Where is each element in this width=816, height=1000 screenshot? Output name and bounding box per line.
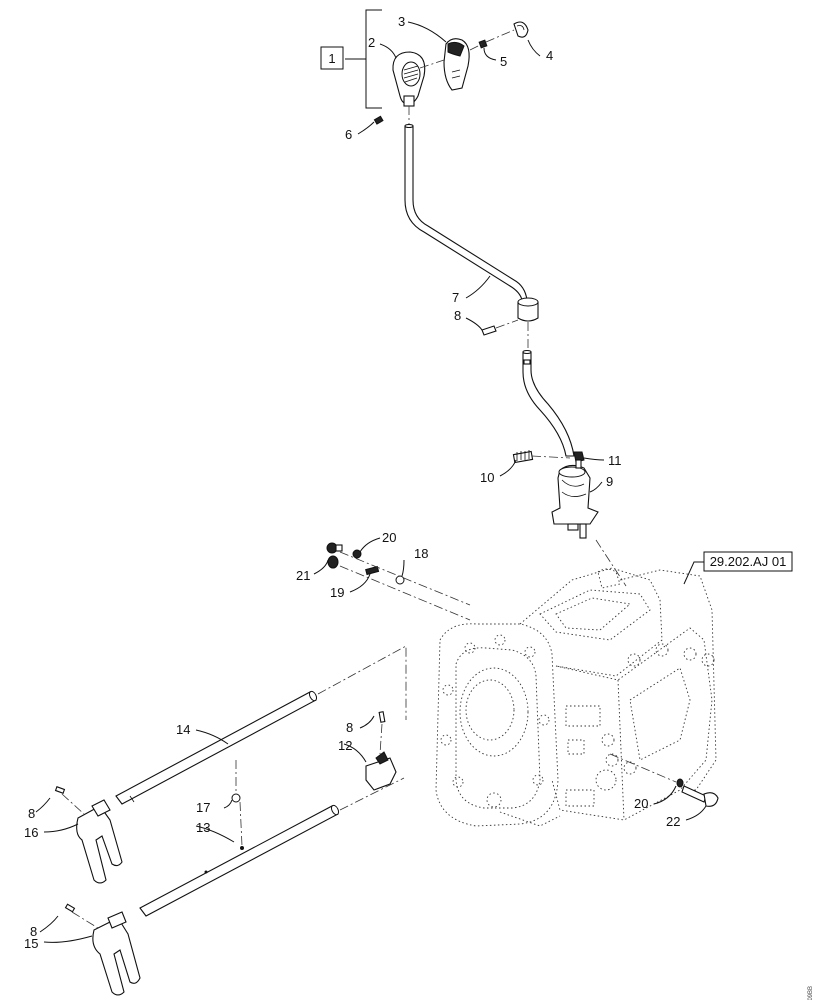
transmission-housing[interactable] [435,567,717,827]
callout-10[interactable]: 10 [480,470,494,485]
shift-fork-lower-part[interactable] [92,911,141,996]
svg-text:1: 1 [328,51,335,66]
callout-13[interactable]: 13 [196,820,210,835]
callout-8-upper[interactable]: 8 [454,308,461,323]
callout-5[interactable]: 5 [500,54,507,69]
washer-part[interactable] [352,549,362,559]
callout-19[interactable]: 19 [330,585,344,600]
shift-rail-upper-part[interactable] [115,690,318,805]
callout-15[interactable]: 15 [24,936,38,951]
callout-8-fork-lower[interactable]: 8 [30,924,37,939]
callout-7[interactable]: 7 [452,290,459,305]
knob-cover-part[interactable] [443,38,470,91]
callout-4[interactable]: 4 [546,48,553,63]
callout-20-lower[interactable]: 20 [634,796,648,811]
roll-pin-fork-upper-part[interactable] [54,786,66,794]
small-pin-part[interactable] [478,39,488,49]
callout-6[interactable]: 6 [345,127,352,142]
svg-text:29.202.AJ 01: 29.202.AJ 01 [710,554,787,569]
callout-8-fork-upper[interactable]: 8 [28,806,35,821]
callout-3[interactable]: 3 [398,14,405,29]
housing-bolt-part[interactable] [681,785,719,807]
plug-part[interactable] [326,542,343,569]
shift-knob-part[interactable] [392,51,426,107]
callout-2[interactable]: 2 [368,35,375,50]
callout-12[interactable]: 12 [338,738,352,753]
callout-22[interactable]: 22 [666,814,680,829]
detent-spring-part[interactable] [365,565,380,576]
tower-bolt-part[interactable] [573,451,585,469]
housing-reference-box[interactable]: 29.202.AJ 01 [703,551,793,572]
callout-8-selector[interactable]: 8 [346,720,353,735]
cap-part[interactable] [513,21,529,38]
lever-tower-housing-part[interactable] [551,464,599,539]
set-screw-part[interactable] [373,115,384,125]
callout-9[interactable]: 9 [606,474,613,489]
callout-14[interactable]: 14 [176,722,190,737]
callout-16[interactable]: 16 [24,825,38,840]
callout-11[interactable]: 11 [608,453,622,468]
roll-pin-fork-lower-part[interactable] [64,903,76,913]
callout-18[interactable]: 18 [414,546,428,561]
detent-ball-part[interactable] [395,575,405,585]
callout-box-1[interactable]: 1 [320,46,344,70]
knob-assembly-bracket [345,9,382,109]
selector-block-part[interactable] [365,751,397,791]
washer-lower-part[interactable] [676,778,684,788]
drawing-id: BAIL20TR00009BB [808,986,814,1000]
callout-20-upper[interactable]: 20 [382,530,396,545]
callout-17[interactable]: 17 [196,800,210,815]
shift-rail-lower-part[interactable] [139,804,340,917]
upper-shift-lever-part[interactable] [404,124,539,322]
roll-pin-selector-part[interactable] [378,711,386,723]
spring-part[interactable] [512,450,534,464]
interlock-ball-part[interactable] [231,793,241,803]
lower-lever-part[interactable] [522,350,575,457]
shift-fork-upper-part[interactable] [76,799,123,884]
roll-pin-upper-part[interactable] [481,325,497,336]
callout-21[interactable]: 21 [296,568,310,583]
